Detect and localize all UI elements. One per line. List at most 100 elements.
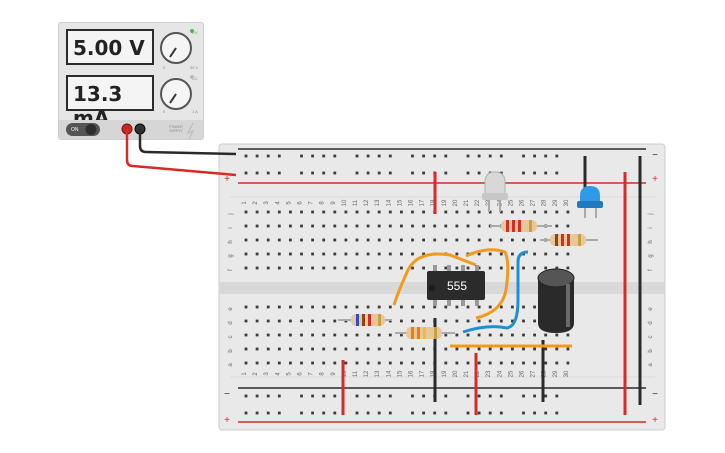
terminal-hole[interactable]	[311, 361, 314, 365]
rail-hole[interactable]	[477, 411, 481, 415]
rail-hole[interactable]	[533, 394, 536, 398]
terminal-hole[interactable]	[455, 361, 459, 365]
terminal-hole[interactable]	[366, 210, 370, 214]
terminal-hole[interactable]	[266, 347, 270, 351]
terminal-hole[interactable]	[400, 333, 403, 337]
led-white[interactable]	[482, 171, 508, 212]
rail-hole[interactable]	[522, 171, 525, 175]
terminal-hole[interactable]	[477, 224, 481, 228]
terminal-hole[interactable]	[277, 333, 281, 337]
terminal-hole[interactable]	[533, 305, 536, 309]
electrolytic-capacitor[interactable]	[537, 268, 575, 333]
rail-hole[interactable]	[555, 154, 559, 158]
terminal-hole[interactable]	[311, 305, 314, 309]
terminal-hole[interactable]	[400, 224, 403, 228]
rail-hole[interactable]	[388, 154, 392, 158]
rail-hole[interactable]	[322, 411, 326, 415]
voltage-knob[interactable]	[160, 32, 192, 64]
rail-hole[interactable]	[422, 171, 425, 175]
terminal-hole[interactable]	[322, 333, 326, 337]
rail-hole[interactable]	[377, 411, 381, 415]
terminal-hole[interactable]	[544, 252, 548, 256]
rail-hole[interactable]	[322, 154, 326, 158]
terminal-hole[interactable]	[400, 305, 403, 309]
terminal-hole[interactable]	[255, 361, 259, 365]
terminal-hole[interactable]	[522, 319, 525, 323]
terminal-hole[interactable]	[277, 319, 281, 323]
terminal-hole[interactable]	[355, 305, 359, 309]
terminal-hole[interactable]	[533, 252, 536, 256]
terminal-hole[interactable]	[499, 238, 503, 242]
ic-555-timer[interactable]	[427, 265, 485, 306]
terminal-hole[interactable]	[400, 210, 403, 214]
resistor-blue-band[interactable]	[338, 314, 392, 326]
terminal-hole[interactable]	[377, 238, 381, 242]
rail-hole[interactable]	[466, 411, 470, 415]
rail-hole[interactable]	[277, 154, 281, 158]
terminal-hole[interactable]	[411, 252, 414, 256]
terminal-hole[interactable]	[333, 333, 337, 337]
terminal-hole[interactable]	[388, 210, 392, 214]
rail-hole[interactable]	[411, 154, 414, 158]
rail-hole[interactable]	[411, 394, 414, 398]
terminal-hole[interactable]	[255, 266, 259, 270]
terminal-hole[interactable]	[533, 347, 536, 351]
terminal-hole[interactable]	[400, 252, 403, 256]
rail-hole[interactable]	[300, 154, 303, 158]
rail-hole[interactable]	[555, 171, 559, 175]
terminal-hole[interactable]	[388, 333, 392, 337]
rail-hole[interactable]	[355, 411, 359, 415]
rail-hole[interactable]	[366, 154, 370, 158]
terminal-hole[interactable]	[266, 224, 270, 228]
rail-hole[interactable]	[422, 394, 425, 398]
terminal-hole[interactable]	[566, 333, 570, 337]
terminal-hole[interactable]	[355, 347, 359, 351]
terminal-hole[interactable]	[411, 319, 414, 323]
rail-hole[interactable]	[322, 171, 326, 175]
terminal-hole[interactable]	[466, 266, 470, 270]
terminal-hole[interactable]	[522, 305, 525, 309]
rail-hole[interactable]	[333, 154, 337, 158]
rail-hole[interactable]	[244, 411, 248, 415]
terminal-hole[interactable]	[466, 319, 470, 323]
terminal-hole[interactable]	[522, 238, 525, 242]
rail-hole[interactable]	[277, 411, 281, 415]
terminal-hole[interactable]	[311, 266, 314, 270]
terminal-hole[interactable]	[477, 347, 481, 351]
terminal-hole[interactable]	[244, 305, 248, 309]
rail-hole[interactable]	[355, 171, 359, 175]
terminal-hole[interactable]	[333, 319, 337, 323]
rail-hole[interactable]	[366, 394, 370, 398]
rail-hole[interactable]	[477, 154, 481, 158]
rail-hole[interactable]	[422, 154, 425, 158]
terminal-hole[interactable]	[355, 224, 359, 228]
terminal-hole[interactable]	[466, 210, 470, 214]
wire-orange-1[interactable]	[392, 252, 477, 306]
terminal-hole[interactable]	[355, 361, 359, 365]
terminal-hole[interactable]	[322, 305, 326, 309]
terminal-hole[interactable]	[266, 210, 270, 214]
terminal-hole[interactable]	[277, 266, 281, 270]
rail-hole[interactable]	[522, 394, 525, 398]
rail-hole[interactable]	[266, 171, 270, 175]
terminal-hole[interactable]	[377, 266, 381, 270]
rail-hole[interactable]	[488, 394, 492, 398]
terminal-hole[interactable]	[255, 224, 259, 228]
wire-blue-1[interactable]	[462, 250, 529, 334]
rail-hole[interactable]	[333, 411, 337, 415]
terminal-hole[interactable]	[333, 210, 337, 214]
terminal-hole[interactable]	[499, 333, 503, 337]
terminal-hole[interactable]	[411, 266, 414, 270]
terminal-hole[interactable]	[511, 210, 514, 214]
terminal-hole[interactable]	[344, 266, 348, 270]
rail-hole[interactable]	[499, 154, 503, 158]
terminal-hole[interactable]	[255, 252, 259, 256]
terminal-hole[interactable]	[289, 210, 292, 214]
terminal-hole[interactable]	[344, 361, 348, 365]
terminal-hole[interactable]	[344, 238, 348, 242]
rail-hole[interactable]	[533, 171, 536, 175]
rail-hole[interactable]	[466, 154, 470, 158]
terminal-hole[interactable]	[388, 347, 392, 351]
terminal-hole[interactable]	[322, 319, 326, 323]
terminal-hole[interactable]	[311, 347, 314, 351]
